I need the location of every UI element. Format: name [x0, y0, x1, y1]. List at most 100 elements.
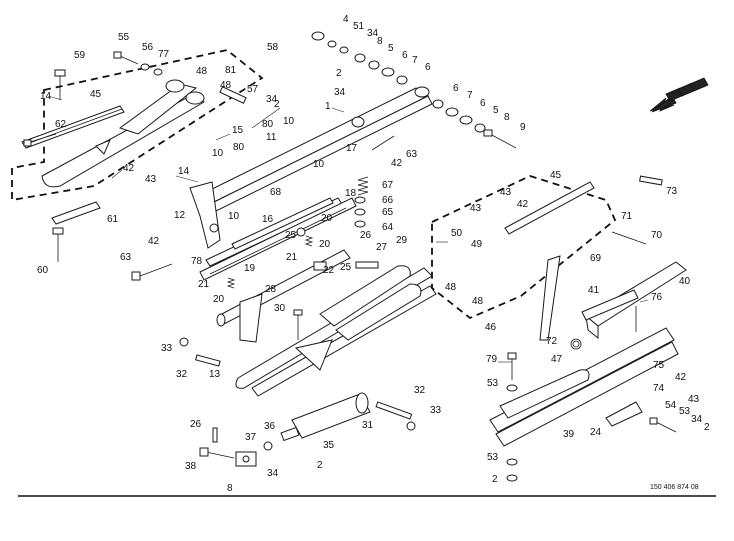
part-label-74: 74	[653, 383, 665, 394]
part-label-41: 41	[588, 285, 600, 296]
part-label-70: 70	[651, 230, 663, 241]
part-label-2: 2	[336, 68, 342, 79]
part-label-50: 50	[451, 228, 463, 239]
part-label-2: 2	[274, 99, 280, 110]
part-label-34: 34	[691, 414, 703, 425]
pin-38	[199, 447, 235, 459]
pin-25	[296, 227, 379, 269]
part-label-7: 7	[467, 90, 473, 101]
drawing-reference-number: 150 406 874 08	[650, 484, 699, 491]
spring-67	[357, 176, 369, 196]
part-label-10: 10	[228, 211, 240, 222]
spring-21	[226, 235, 314, 289]
part-label-2: 2	[492, 474, 498, 485]
part-label-21: 21	[286, 252, 298, 263]
part-label-64: 64	[382, 222, 394, 233]
part-label-6: 6	[480, 98, 486, 109]
nut-36	[263, 441, 273, 451]
part-label-11: 11	[266, 132, 277, 143]
washer-stack-64-66	[354, 196, 366, 228]
group-outline-right	[431, 175, 617, 320]
spring-47	[570, 338, 582, 350]
part-label-22: 22	[323, 265, 335, 276]
bolt-59	[54, 69, 66, 100]
part-label-27: 27	[376, 242, 388, 253]
part-label-5: 5	[388, 43, 394, 54]
part-label-51: 51	[353, 21, 365, 32]
part-label-63: 63	[120, 252, 132, 263]
part-label-55: 55	[118, 32, 130, 43]
part-label-10: 10	[212, 148, 224, 159]
part-label-24: 24	[590, 427, 602, 438]
part-label-29: 29	[396, 235, 408, 246]
link-39	[489, 327, 679, 447]
part-label-43: 43	[470, 203, 482, 214]
hardware-stack-top	[311, 31, 517, 149]
part-label-66: 66	[382, 195, 394, 206]
part-label-13: 13	[209, 369, 221, 380]
part-label-67: 67	[382, 180, 394, 191]
part-label-69: 69	[590, 253, 602, 264]
part-label-33: 33	[430, 405, 442, 416]
part-label-14: 14	[178, 166, 190, 177]
part-label-47: 47	[551, 354, 563, 365]
part-label-34: 34	[266, 94, 278, 105]
bolt-55	[113, 51, 139, 65]
part-label-53: 53	[487, 452, 499, 463]
part-label-43: 43	[500, 187, 512, 198]
part-label-43: 43	[688, 394, 700, 405]
part-label-33: 33	[161, 343, 173, 354]
part-label-10: 10	[283, 116, 295, 127]
part-label-14: 14	[40, 91, 52, 102]
nut-77	[153, 68, 163, 76]
part-label-65: 65	[382, 207, 394, 218]
part-label-48: 48	[445, 282, 457, 293]
part-label-45: 45	[90, 89, 102, 100]
part-label-80: 80	[262, 119, 274, 130]
part-label-26: 26	[360, 230, 372, 241]
part-label-32: 32	[176, 369, 188, 380]
cylinder-35	[280, 392, 371, 442]
part-label-7: 7	[412, 55, 418, 66]
bracket-12	[189, 181, 221, 249]
part-label-19: 19	[244, 263, 256, 274]
bracket-20	[239, 293, 263, 343]
part-label-57: 57	[247, 84, 259, 95]
bolt-79	[507, 352, 517, 380]
part-label-42: 42	[675, 372, 687, 383]
part-label-76: 76	[651, 292, 663, 303]
part-label-10: 10	[313, 159, 325, 170]
part-label-34: 34	[334, 87, 346, 98]
part-label-26: 26	[190, 419, 202, 430]
part-label-40: 40	[679, 276, 691, 287]
nut-33-right	[406, 421, 416, 431]
rail-19	[199, 197, 357, 281]
part-label-32: 32	[414, 385, 426, 396]
pin-22	[313, 261, 327, 271]
part-label-42: 42	[148, 236, 160, 247]
part-label-53: 53	[679, 406, 691, 417]
part-label-37: 37	[245, 432, 257, 443]
link-29	[319, 265, 422, 341]
part-label-2: 2	[317, 460, 323, 471]
part-label-53: 53	[487, 378, 499, 389]
part-label-63: 63	[406, 149, 418, 160]
direction-arrow-icon	[649, 77, 709, 113]
part-label-30: 30	[274, 303, 286, 314]
pin-73	[639, 175, 663, 186]
bolt-30	[293, 309, 303, 340]
part-label-8: 8	[227, 483, 233, 494]
pin-32-left	[195, 354, 221, 367]
part-label-20: 20	[319, 239, 331, 250]
part-label-18: 18	[345, 188, 357, 199]
part-label-5: 5	[493, 105, 499, 116]
part-label-42: 42	[123, 163, 135, 174]
group-outline-left	[11, 49, 264, 202]
plate-61	[51, 201, 101, 225]
part-label-81: 81	[225, 65, 237, 76]
part-label-72: 72	[546, 336, 558, 347]
part-label-31: 31	[362, 420, 374, 431]
bolt-60	[52, 227, 64, 262]
part-label-39: 39	[563, 429, 575, 440]
